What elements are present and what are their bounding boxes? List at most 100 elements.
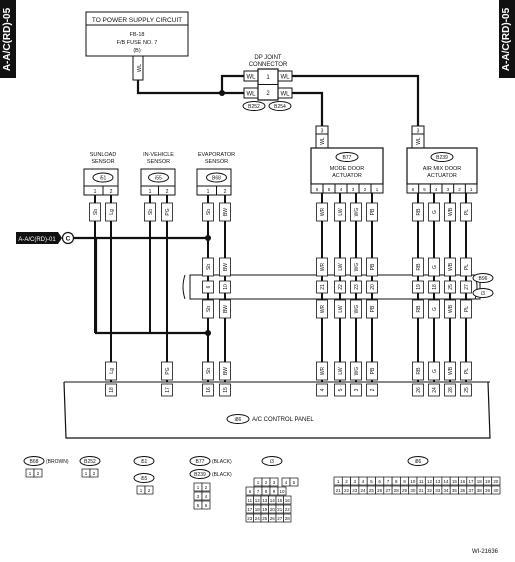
wire-color-label: BW	[223, 367, 229, 375]
legend-cell: 18	[255, 507, 261, 512]
legend-cell: 11	[419, 479, 424, 484]
legend-cell: 10	[279, 489, 285, 494]
wire-pin-label: 21	[320, 284, 326, 290]
actuator-title: AIR MIX DOOR	[423, 166, 462, 172]
actuator-conn: B239	[436, 155, 448, 161]
wire-color-label: G	[432, 369, 438, 373]
wire-color-label: PL	[464, 264, 470, 270]
side-tab-left: A-A/C(RD)-05	[0, 0, 16, 78]
joint-pin-2: 2	[266, 91, 270, 97]
wire-color-label: LW	[338, 367, 344, 374]
wire-color-label: PL	[464, 306, 470, 312]
sensor-subtitle: SENSOR	[205, 159, 228, 165]
legend-cell: 1	[140, 488, 143, 493]
legend-cell: 27	[385, 488, 391, 493]
actuator-top-pin: 3	[321, 129, 324, 135]
legend-cell: 24	[255, 516, 261, 521]
legend-cell: 6	[249, 489, 252, 494]
legend-cell: 4	[205, 494, 208, 499]
power-supply-box: TO POWER SUPPLY CIRCUIT FB-18 F/B FUSE N…	[85, 11, 189, 81]
wire-pin-label: 25	[464, 387, 470, 393]
actuator-pin: 2	[458, 187, 461, 192]
wire-pin-label: 17	[165, 387, 171, 393]
sensor-title: IN-VEHICLE	[143, 152, 174, 158]
legend-cell: 35	[452, 488, 458, 493]
wire-color-label: Sb	[206, 209, 212, 215]
sensor-subtitle: SENSOR	[147, 159, 170, 165]
sensor-subtitle: SENSOR	[91, 159, 114, 165]
wire-pin-label: 6	[206, 285, 212, 288]
footer-code: WI-21636	[472, 549, 499, 555]
legend-cell: 21	[336, 488, 342, 493]
legend-cell: 34	[444, 488, 450, 493]
wire-run-sensor-4: PG PG 17	[161, 195, 173, 397]
legend-cell: 1	[197, 485, 200, 490]
wire-color-label: PG	[165, 208, 171, 215]
legend-cell: 19	[262, 507, 268, 512]
legend-cell: 27	[277, 516, 283, 521]
legend-cell: 39	[485, 488, 491, 493]
joint-subtitle: CONNECTOR	[249, 62, 288, 68]
harness-conn-b: B96	[479, 276, 488, 282]
wire-color-label: BW	[223, 263, 229, 271]
actuator-pin: 2	[364, 187, 367, 192]
sensor-pin: 1	[149, 189, 152, 195]
wire-pin-label: 16	[206, 387, 212, 393]
actuator-pin: 3	[352, 187, 355, 192]
svg-text:WL: WL	[281, 92, 291, 98]
actuator-top-wire: WL	[320, 137, 326, 145]
actuator-pin: 1	[376, 187, 379, 192]
wire-pin-label: 24	[432, 387, 438, 393]
legend-conn: i86	[415, 459, 422, 465]
ground-ref-label: A-A/C(RD)-01	[18, 237, 56, 243]
sensor-title: EVAPORATOR	[198, 152, 235, 158]
wire-color-label: WB	[448, 304, 454, 313]
actuator-pin: 5	[328, 187, 331, 192]
legend-cell: 7	[387, 479, 390, 484]
wire-pin-label: 18	[432, 284, 438, 290]
legend-cell: 2	[148, 488, 151, 493]
wire-pin-label: 3	[354, 388, 360, 391]
wire-color-label: Lg	[109, 368, 115, 374]
wire-color-label: Sb	[206, 264, 212, 270]
wire-color-label: RB	[416, 208, 422, 216]
wire-color-label: WB	[448, 262, 454, 271]
ground-node: C	[66, 236, 71, 243]
legend-cell: 15	[277, 498, 283, 503]
legend-cell: 23	[352, 488, 358, 493]
wire-color-label: RB	[416, 367, 422, 375]
svg-text:WL: WL	[281, 75, 291, 81]
wire-color-label: PB	[370, 208, 376, 215]
actuator-subtitle: ACTUATOR	[427, 173, 457, 179]
legend-cell: 4	[285, 480, 288, 485]
actuator-pin: 6	[412, 187, 415, 192]
legend-cell: 26	[270, 516, 276, 521]
legend-cell: 5	[293, 480, 296, 485]
wire-pin-label: 10	[223, 284, 229, 290]
legend-cell: 1	[85, 471, 88, 476]
wire-color-label: WR	[320, 207, 326, 216]
wire-run-sensor-1: Sb	[89, 195, 101, 333]
legend-cell: 40	[493, 488, 499, 493]
ac-control-panel: i86 A/C CONTROL PANEL	[63, 381, 491, 439]
legend-cell: 17	[247, 507, 253, 512]
wire-run-sensor-3: Sb	[144, 195, 156, 333]
wire-color-label: PG	[165, 367, 171, 374]
legend-cell: 7	[257, 489, 260, 494]
legend-cell: 6	[205, 503, 208, 508]
wire-color-label: PB	[370, 263, 376, 270]
wire-color-label: BW	[223, 208, 229, 216]
legend-cell: 16	[285, 498, 291, 503]
wire-color-label: LW	[338, 263, 344, 270]
panel-label: A/C CONTROL PANEL	[252, 417, 314, 423]
